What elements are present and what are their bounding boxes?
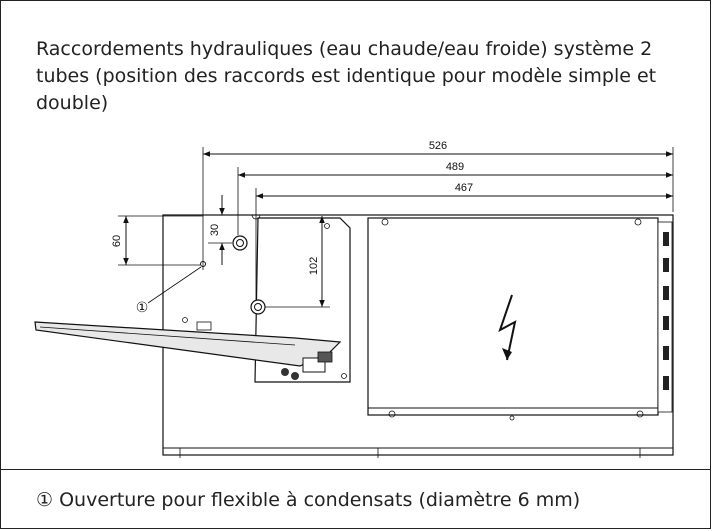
dim-467-label: 467 (455, 182, 473, 194)
callout-1: ① (136, 266, 202, 316)
connection-port-lower (250, 299, 266, 315)
dim-526-label: 526 (429, 140, 447, 152)
dimension-labels: 526 489 467 60 30 102 (111, 140, 473, 275)
figure-caption: Raccordements hydrauliques (eau chaude/e… (36, 38, 657, 114)
dim-60-label: 60 (111, 235, 123, 247)
dim-102-label: 102 (308, 257, 320, 275)
side-fins (657, 221, 673, 413)
top-border (0, 0, 711, 1)
footnote-text: ① Ouverture pour flexible à condensats (… (36, 489, 581, 511)
drain-tray (34, 321, 342, 380)
lightning-bolt-icon (498, 294, 517, 361)
dimension-lines (118, 147, 674, 308)
dim-30-label: 30 (209, 224, 221, 236)
callout-marker: ① (136, 300, 149, 316)
connection-port-upper (232, 235, 248, 251)
electrical-cover (367, 217, 659, 421)
footnote-divider (0, 469, 711, 470)
dim-489-label: 489 (446, 161, 464, 173)
